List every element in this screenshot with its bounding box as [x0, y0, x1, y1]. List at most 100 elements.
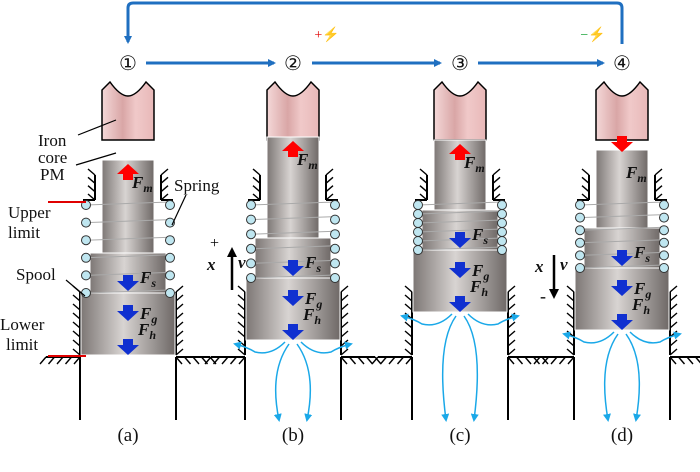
- spring-coil: [81, 270, 91, 281]
- pm-leader: [75, 152, 117, 166]
- spring-coil: [413, 227, 423, 237]
- fluid-flow: [233, 341, 353, 422]
- spring-force-arrow: [117, 275, 139, 291]
- spring-coil: [413, 245, 423, 255]
- housing: [533, 168, 700, 420]
- spring-leader: [171, 194, 187, 226]
- gravity-force-arrow: [611, 280, 633, 296]
- force-fh: Fh: [302, 305, 321, 327]
- force-fh: Fh: [469, 277, 488, 299]
- force-fh: Fh: [137, 320, 156, 342]
- spring-coil: [575, 237, 585, 248]
- upper-limit-label-2: limit: [8, 223, 40, 242]
- spool-leader: [65, 279, 86, 297]
- gravity-force-arrow: [117, 305, 139, 321]
- force-fs: Fs: [139, 268, 156, 290]
- spring-coil: [497, 200, 507, 210]
- iron-core-label-1: Iron: [38, 131, 67, 150]
- spring-coil: [246, 229, 256, 240]
- spring-coil: [165, 288, 175, 298]
- energize-negative-label: −⚡: [580, 26, 605, 43]
- pm-label: PM: [40, 165, 65, 184]
- spring-coil: [497, 227, 507, 237]
- panel-caption: (b): [282, 425, 304, 446]
- return-arrow: [124, 1, 624, 44]
- force-fg: Fg: [139, 304, 157, 326]
- spool: [412, 139, 508, 313]
- spring-coil: [413, 236, 423, 246]
- gravity-force-arrow: [282, 290, 304, 306]
- spring-coil: [575, 225, 585, 236]
- force-fg: Fg: [633, 279, 651, 301]
- spring-coil: [165, 252, 175, 263]
- magnet-force-arrow: [282, 141, 304, 157]
- force-fs: Fs: [633, 243, 650, 265]
- lower-limit-label-1: Lower: [0, 315, 45, 334]
- hydraulic-force-arrow: [282, 324, 304, 340]
- spring: [81, 200, 175, 298]
- spring-coil: [659, 263, 669, 273]
- spring-coil: [330, 258, 340, 269]
- spring: [413, 200, 507, 255]
- fluid-flow: [400, 313, 520, 422]
- spring-label: Spring: [174, 176, 220, 195]
- permanent-magnet: [266, 136, 320, 239]
- step-1: ①: [119, 53, 137, 75]
- spring-coil: [659, 212, 669, 223]
- step-3: ③: [451, 53, 469, 75]
- iron-core: [101, 80, 155, 141]
- force-fm: Fm: [296, 150, 318, 172]
- lower-limit-label-2: limit: [6, 335, 38, 354]
- panel-caption: (c): [449, 425, 470, 446]
- spool: [245, 136, 341, 341]
- plus-sign: +: [210, 235, 219, 252]
- force-fs: Fs: [304, 253, 321, 275]
- force-fg: Fg: [471, 261, 489, 283]
- spring-coil: [497, 245, 507, 255]
- v-label: v: [238, 253, 246, 272]
- step-2: ②: [284, 53, 302, 75]
- iron-core-label-2: core: [38, 148, 67, 167]
- spring-coil: [330, 273, 340, 283]
- cycle-flow: ① ② ③ ④ +⚡ −⚡: [119, 1, 631, 75]
- spring-coil: [413, 218, 423, 228]
- spring-coil: [659, 225, 669, 236]
- spring-coil: [330, 200, 340, 210]
- spring-coil: [165, 200, 175, 210]
- hydraulic-force-arrow: [611, 314, 633, 330]
- spring-coil: [575, 250, 585, 261]
- spring-coil: [575, 263, 585, 273]
- housing: [204, 168, 382, 420]
- spring-coil: [497, 209, 507, 219]
- spring-force-arrow: [449, 232, 471, 248]
- step-4: ④: [613, 53, 631, 75]
- gravity-force-arrow: [449, 262, 471, 278]
- spring-coil: [246, 243, 256, 254]
- spring-coil: [497, 236, 507, 246]
- spring-coil: [575, 200, 585, 210]
- spool-label: Spool: [16, 265, 56, 284]
- spring: [575, 200, 669, 273]
- x-label: x: [534, 257, 544, 276]
- hydraulic-force-arrow: [117, 339, 139, 355]
- spring-coil: [81, 217, 91, 228]
- spring-coil: [81, 288, 91, 298]
- upper-limit-label-1: Upper: [8, 203, 51, 222]
- spring-force-arrow: [282, 260, 304, 276]
- x-label: x: [206, 255, 216, 274]
- spring-coil: [659, 237, 669, 248]
- spring-coil: [246, 273, 256, 283]
- spring-coil: [246, 214, 256, 225]
- spring-coil: [165, 270, 175, 281]
- hydraulic-force-arrow: [449, 296, 471, 312]
- energize-positive-label: +⚡: [314, 26, 339, 43]
- spring-force-arrow: [611, 250, 633, 266]
- force-fg: Fg: [304, 289, 322, 311]
- iron-core-leader: [77, 119, 117, 136]
- annotations: Iron core PM Spring Upper limit Spool Lo…: [0, 119, 568, 357]
- spring-coil: [659, 200, 669, 210]
- spring-coil: [330, 243, 340, 254]
